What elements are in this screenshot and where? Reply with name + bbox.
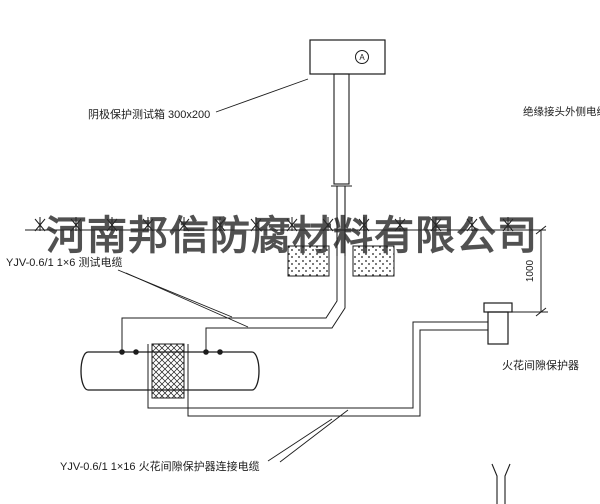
- test-cables: [121, 256, 346, 352]
- dimension-text: 1000: [525, 259, 536, 282]
- company-watermark: 河南邦信防腐材料有限公司: [46, 214, 538, 258]
- label-outer-cable: 绝缘接头外侧电缆: [523, 105, 600, 118]
- insulating-joint: [147, 343, 189, 399]
- test-box: [309, 39, 386, 75]
- meter-letter: A: [359, 53, 365, 62]
- label-test-cable: YJV-0.6/1 1×6 测试电缆: [6, 256, 122, 269]
- concrete-anchor-blocks: [287, 245, 395, 277]
- label-test-box: 阴极保护测试箱 300x200: [88, 107, 210, 121]
- conduit-riser: [331, 73, 352, 256]
- leader-lines: [117, 78, 349, 463]
- label-spark-gap-protector: 火花间隙保护器: [502, 358, 579, 372]
- protector-cables: [147, 321, 488, 417]
- meter-circle-icon: [355, 50, 369, 64]
- test-box-outline: [309, 39, 386, 75]
- label-protector-cable: YJV-0.6/1 1×16 火花间隙保护器连接电缆: [60, 459, 260, 473]
- dimension-1000: [512, 225, 548, 317]
- vent-pipe-symbol: [491, 463, 511, 504]
- spark-gap-protector: [483, 302, 513, 345]
